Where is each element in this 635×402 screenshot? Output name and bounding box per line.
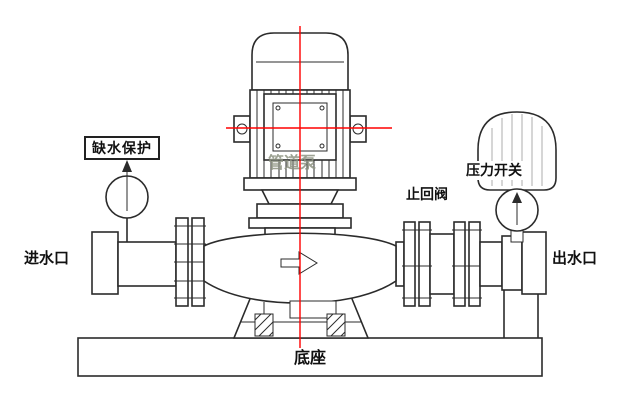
outlet-end-cap — [521, 231, 547, 295]
outlet-support — [503, 290, 539, 338]
label-inlet: 进水口 — [24, 250, 70, 267]
label-check-valve: 止回阀 — [406, 186, 448, 202]
check-valve-body — [429, 233, 455, 295]
check-valve-flange — [418, 221, 431, 307]
centerlines — [226, 26, 392, 348]
low-water-gauge — [105, 160, 149, 242]
label-outlet: 出水口 — [552, 250, 598, 267]
check-valve-flange — [453, 221, 466, 307]
check-valve — [395, 221, 482, 307]
label-pressure-switch: 压力开关 — [464, 161, 524, 180]
check-valve-flange — [403, 221, 416, 307]
foundation-bolt-right — [326, 302, 346, 337]
base-rect — [77, 337, 543, 377]
gauge-needle-arrow-icon — [512, 192, 522, 203]
label-base: 底座 — [294, 350, 327, 367]
label-water-shortage-protection: 缺水保护 — [84, 136, 160, 160]
inlet-pipe — [91, 217, 206, 307]
motor-lug-right — [349, 115, 367, 143]
foundation-bolt-left — [254, 302, 274, 337]
gauge-needle-arrow-icon — [122, 160, 132, 172]
flow-arrow-icon — [280, 251, 318, 275]
inlet-end-cap — [91, 231, 119, 295]
motor-lug-left — [233, 115, 251, 143]
base-plate — [77, 337, 543, 377]
check-valve-flange — [468, 221, 481, 307]
pump-watermark-text: 管道泵 — [268, 155, 317, 172]
outlet-pipe — [479, 231, 547, 295]
